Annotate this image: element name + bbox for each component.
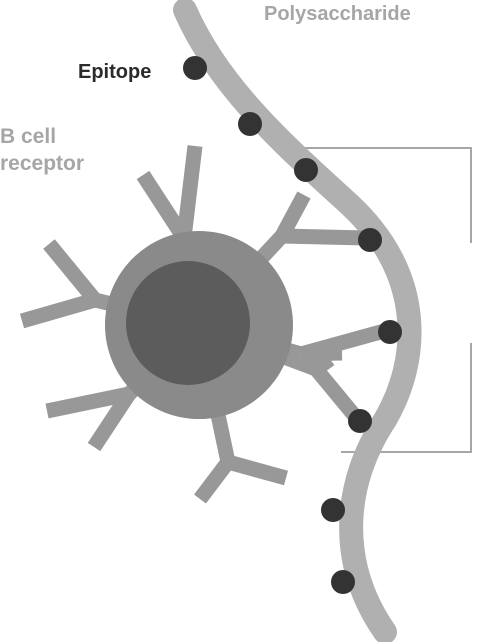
b-cell bbox=[105, 231, 293, 419]
receptor-arm bbox=[281, 228, 367, 246]
receptor-arm bbox=[226, 454, 288, 486]
receptor-arm bbox=[176, 145, 203, 239]
receptor-arm bbox=[45, 386, 131, 419]
receptor-arm bbox=[299, 322, 390, 362]
receptor-arm bbox=[136, 170, 191, 243]
receptor-arm bbox=[194, 457, 234, 504]
epitope-dot bbox=[378, 320, 402, 344]
epitope-dot bbox=[331, 570, 355, 594]
epitope-dot bbox=[183, 56, 207, 80]
receptor-arm bbox=[19, 292, 98, 329]
bracket-lower bbox=[341, 343, 472, 453]
b-cell-nucleus bbox=[126, 261, 250, 385]
epitope-group bbox=[183, 56, 402, 594]
receptor-arm bbox=[311, 352, 335, 376]
receptor-arm bbox=[43, 239, 101, 305]
receptor-arm bbox=[87, 389, 136, 452]
bracket-group bbox=[275, 147, 472, 453]
epitope-dot bbox=[348, 409, 372, 433]
polysaccharide-label: Polysaccharide bbox=[264, 3, 411, 25]
bracket-upper bbox=[275, 147, 472, 243]
epitope-label: Epitope bbox=[78, 61, 152, 83]
epitope-dot bbox=[238, 112, 262, 136]
epitope-dot bbox=[321, 498, 345, 522]
epitope-dot bbox=[358, 228, 382, 252]
epitope-dot bbox=[294, 158, 318, 182]
b-cell-receptor-label: B cell receptor bbox=[0, 125, 85, 175]
